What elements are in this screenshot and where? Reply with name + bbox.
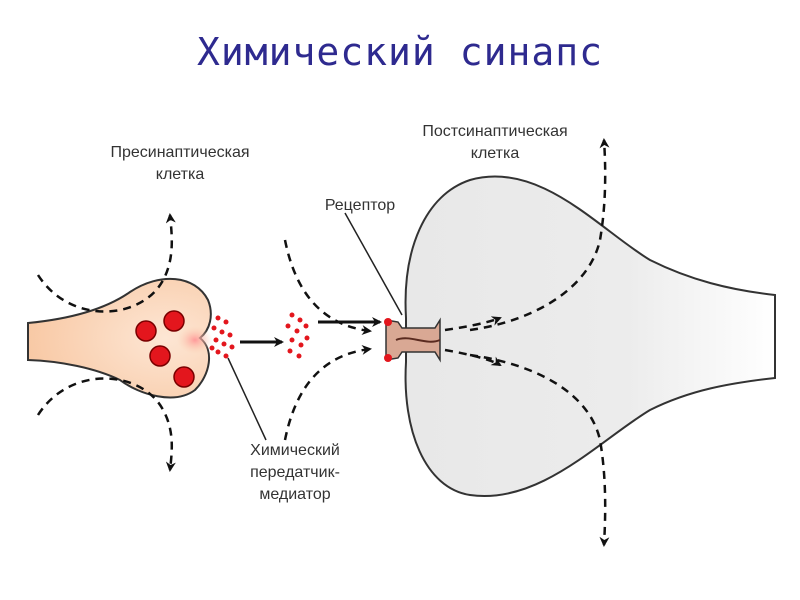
receptor-label: Рецептор <box>324 197 396 214</box>
diffusion-arrows <box>240 317 382 347</box>
mediator-label: Химический передатчик- медиатор <box>250 442 340 503</box>
diagram-title: Химический синапс <box>197 30 603 74</box>
mediator-molecules-released <box>209 315 235 359</box>
synaptic-vesicles <box>135 310 195 388</box>
leader-lines <box>227 212 403 441</box>
current-flow-arrows <box>36 138 610 547</box>
presynaptic-cell <box>27 277 213 399</box>
postsynaptic-cell-label: Постсинаптическая клетка <box>422 123 568 162</box>
receptor <box>384 317 441 363</box>
mediator-molecules-cleft <box>285 312 310 359</box>
presynaptic-cell-label: Пресинаптическая клетка <box>110 144 250 183</box>
postsynaptic-cell <box>404 175 776 498</box>
